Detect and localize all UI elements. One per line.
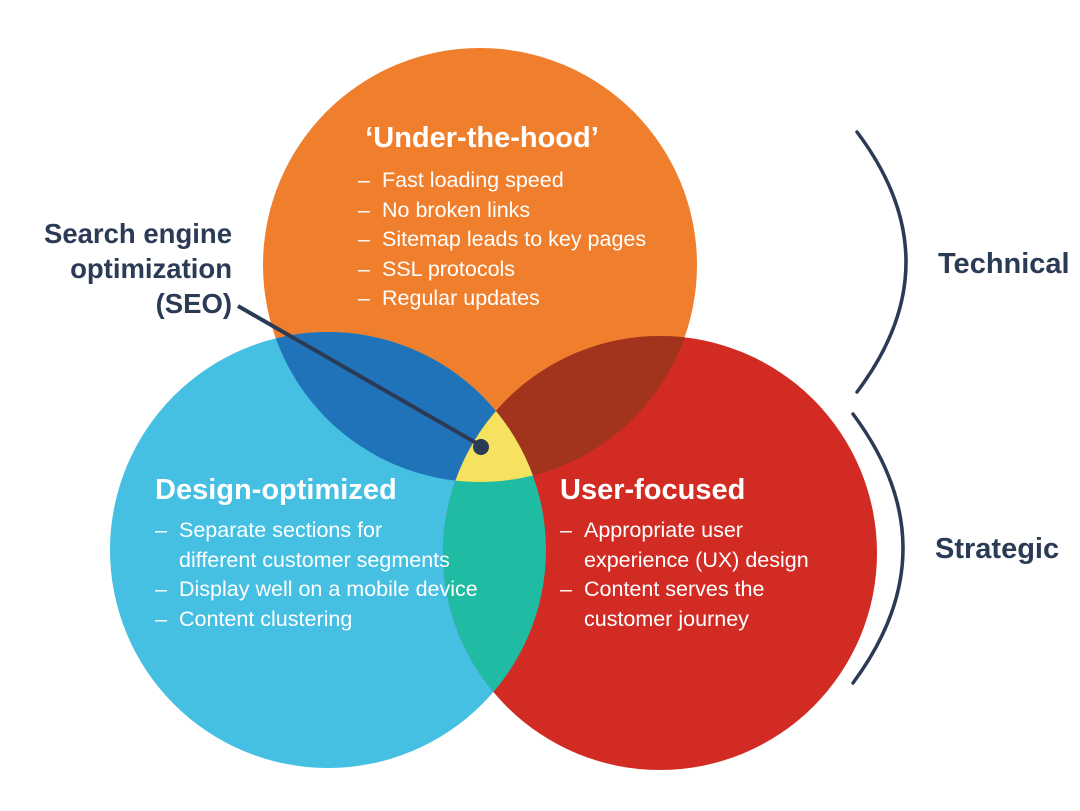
bullet-dash: – <box>155 606 167 631</box>
bullet-dash: – <box>358 197 370 222</box>
circle-items-user-focused: – Appropriate user experience (UX) desig… <box>560 516 890 634</box>
list-item-text: Display well on a mobile device <box>179 577 478 601</box>
list-item: – Appropriate user experience (UX) desig… <box>560 516 890 575</box>
list-item-text: SSL protocols <box>382 256 516 281</box>
bullet-dash: – <box>358 256 370 281</box>
list-item-text: Separate sections for different customer… <box>179 518 450 572</box>
list-item: – Display well on a mobile device <box>155 575 525 605</box>
list-item: – SSL protocols <box>358 255 646 285</box>
bracket-strategic-arc <box>851 412 905 685</box>
list-item: – Content serves the customer journey <box>560 575 890 634</box>
overlap-technical-design <box>263 332 546 482</box>
bracket-label-technical: Technical <box>938 248 1070 280</box>
seo-pointer-dot <box>473 439 489 455</box>
circle-items-under-the-hood: – Fast loading speed – No broken links –… <box>358 166 646 314</box>
bracket-label-strategic: Strategic <box>935 533 1060 565</box>
list-item: – Fast loading speed <box>358 166 646 196</box>
circle-items-design-optimized: – Separate sections for different custom… <box>155 516 525 634</box>
circle-title-under-the-hood: ‘Under-the-hood’ <box>365 122 599 154</box>
bullet-dash: – <box>155 518 167 542</box>
bullet-dash: – <box>560 577 572 601</box>
list-item-text: Fast loading speed <box>382 168 564 192</box>
bracket-technical-arc <box>855 130 908 394</box>
list-item: – Content clustering <box>155 605 525 635</box>
list-item: – No broken links <box>358 196 646 226</box>
list-item-text: Content clustering <box>179 606 353 631</box>
bullet-dash: – <box>358 168 370 192</box>
bullet-dash: – <box>155 577 167 601</box>
circle-title-user-focused: User-focused <box>560 474 746 506</box>
list-item: – Sitemap leads to key pages <box>358 225 646 255</box>
list-item-text: No broken links <box>382 197 531 222</box>
bullet-dash: – <box>560 518 572 542</box>
bullet-dash: – <box>358 227 370 251</box>
circle-title-design-optimized: Design-optimized <box>155 474 397 506</box>
list-item-text: Content serves the customer journey <box>584 577 765 631</box>
seo-label: Search engine optimization (SEO) <box>44 218 232 319</box>
list-item-text: Regular updates <box>382 286 540 310</box>
list-item-text: Appropriate user experience (UX) design <box>584 518 809 572</box>
bullet-dash: – <box>358 286 370 310</box>
list-item-text: Sitemap leads to key pages <box>382 227 647 251</box>
list-item: – Regular updates <box>358 284 646 314</box>
seo-pointer-line <box>237 304 479 446</box>
list-item: – Separate sections for different custom… <box>155 516 525 575</box>
overlap-technical-user <box>443 336 697 482</box>
